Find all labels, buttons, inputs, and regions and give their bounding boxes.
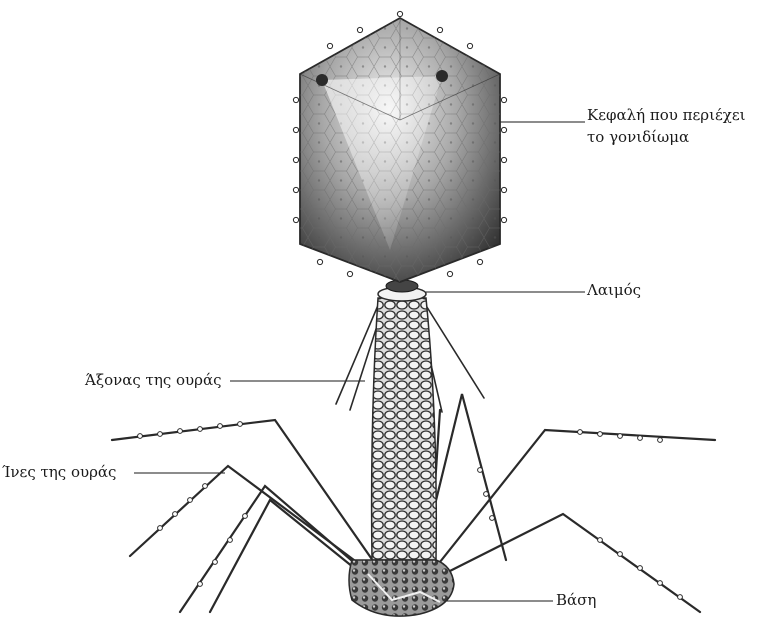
tail-sheath [372, 298, 437, 560]
capsid-head [300, 18, 500, 282]
tail-fiber [432, 430, 715, 572]
tail-fiber [130, 466, 370, 572]
label-head-line2: το γονιδίωμα [587, 126, 746, 148]
base-plate [349, 560, 454, 616]
label-tail-fibers: Ίνες της ουράς [2, 461, 116, 483]
neck-collar [378, 280, 426, 301]
label-head: Κεφαλή που περιέχει το γονιδίωμα [587, 104, 746, 148]
label-head-line1: Κεφαλή που περιέχει [587, 104, 746, 126]
label-tail-sheath: Άξονας της ουράς [85, 369, 222, 391]
label-base-plate: Βάση [556, 589, 596, 611]
label-neck: Λαιμός [587, 279, 641, 301]
